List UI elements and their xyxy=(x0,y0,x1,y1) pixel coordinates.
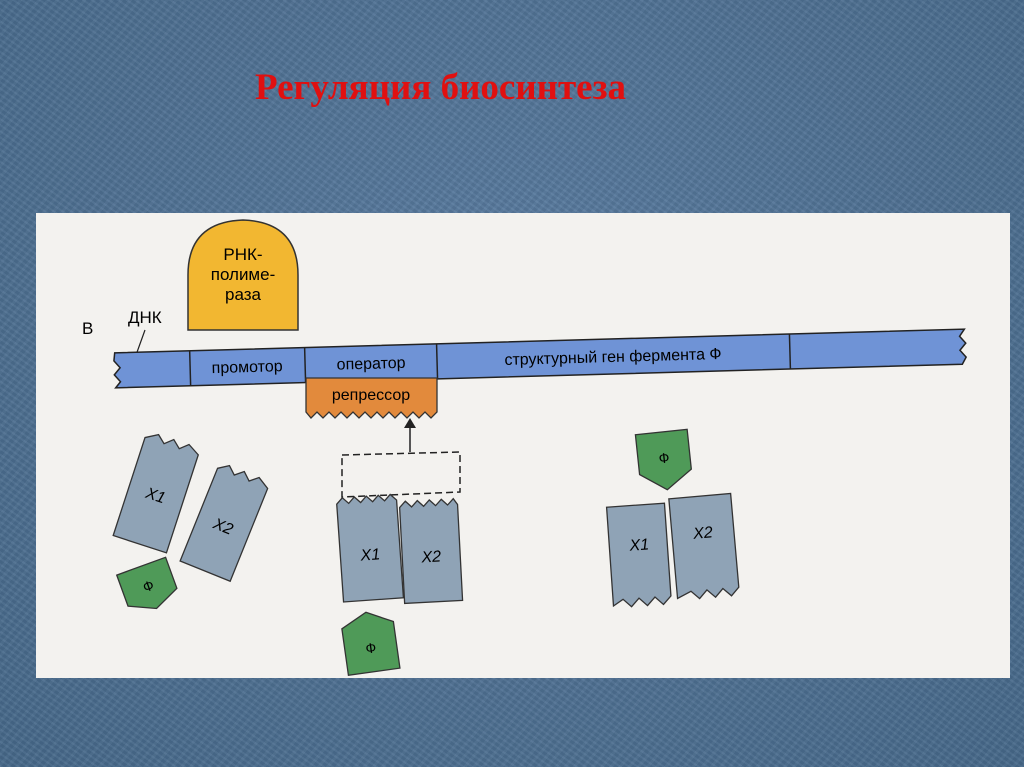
dna-strand: промотор оператор структурный ген фермен… xyxy=(113,328,968,389)
dna-label: ДНК xyxy=(128,308,162,327)
structural-gene-segment: структурный ген фермента Ф xyxy=(504,346,722,369)
rna-polymerase-label-3: раза xyxy=(225,285,262,304)
enzyme-subunit-x2-middle: X2 xyxy=(398,497,464,605)
rna-polymerase-label-2: полиме- xyxy=(211,265,276,284)
x2-label: X2 xyxy=(420,548,442,566)
product-label: Ф xyxy=(364,639,377,656)
x1-label: X1 xyxy=(628,536,650,554)
product-f-left: Ф xyxy=(115,556,178,610)
product-label: Ф xyxy=(141,577,156,596)
enzyme-subunit-x1-middle: X1 xyxy=(336,493,405,603)
product-label: Ф xyxy=(658,449,670,466)
enzyme-subunit-x1-right: X1 xyxy=(605,502,672,608)
panel-label: В xyxy=(82,319,93,338)
x1-label: X1 xyxy=(359,546,381,564)
enzyme-subunit-x2-right: X2 xyxy=(668,492,740,600)
enzyme-subunit-x1-left: X1 xyxy=(112,433,200,554)
product-f-right: Ф xyxy=(634,428,692,491)
repressor-label: репрессор xyxy=(332,387,410,404)
rna-polymerase-label-1: РНК- xyxy=(223,245,262,264)
x1-label: X1 xyxy=(143,485,168,508)
x2-label: X2 xyxy=(210,515,236,539)
operator-segment: оператор xyxy=(336,355,405,374)
enzyme-subunit-x2-left: X2 xyxy=(179,464,269,583)
vacant-binding-site xyxy=(341,418,461,498)
operon-diagram: РНК- полиме- раза В ДНК промотор операто… xyxy=(36,213,1010,678)
promoter-segment: промотор xyxy=(211,358,283,377)
repressor: репрессор xyxy=(305,377,438,419)
slide-title: Регуляция биосинтеза xyxy=(255,67,626,108)
product-f-middle: Ф xyxy=(341,611,401,677)
rna-polymerase: РНК- полиме- раза xyxy=(187,219,299,331)
x2-label: X2 xyxy=(692,524,714,543)
